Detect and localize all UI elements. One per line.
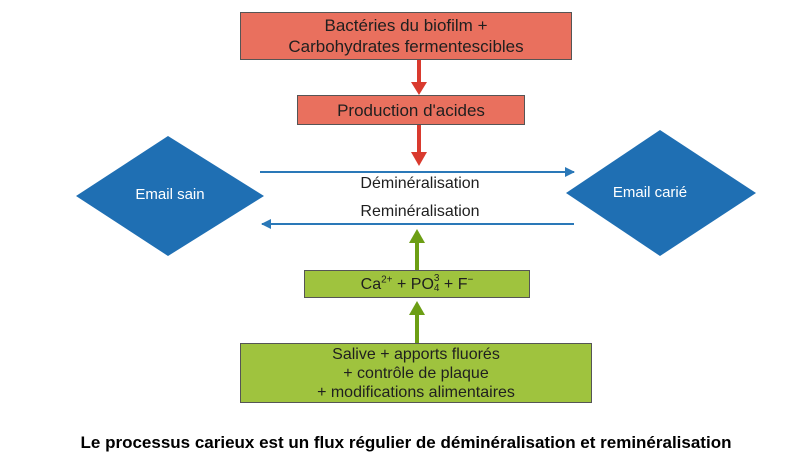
- green-arrow-1: [409, 229, 425, 270]
- enamel-decayed-label: Email carié: [612, 184, 688, 201]
- ion-calcium: Ca: [360, 275, 382, 293]
- ion-calcium-charge: 2+: [381, 274, 393, 286]
- biofilm-line-1: Bactéries du biofilm +: [324, 16, 488, 35]
- saliva-line-2: + contrôle de plaque: [343, 364, 489, 382]
- saliva-factors-box: Salive + apports fluorés + contrôle de p…: [240, 343, 592, 403]
- ion-phosphate-subscript: 4: [433, 283, 440, 295]
- enamel-decayed-diamond: [566, 130, 756, 256]
- red-arrow-2: [411, 125, 427, 166]
- biofilm-line-2: Carbohydrates fermentescibles: [288, 37, 524, 56]
- enamel-healthy-diamond: [76, 136, 264, 256]
- saliva-line-3: + modifications alimentaires: [317, 383, 515, 401]
- ion-fluoride: + F: [439, 275, 468, 293]
- saliva-line-1: Salive + apports fluorés: [332, 345, 500, 363]
- acid-production-label: Production d'acides: [337, 100, 485, 120]
- biofilm-bacteria-box: Bactéries du biofilm + Carbohydrates fer…: [240, 12, 572, 60]
- enamel-healthy-label: Email sain: [135, 186, 205, 203]
- red-arrow-1: [411, 60, 427, 95]
- acid-production-box: Production d'acides: [297, 95, 525, 125]
- demineralisation-label: Déminéralisation: [360, 175, 480, 192]
- figure-caption: Le processus carieux est un flux régulie…: [80, 433, 732, 452]
- remineralisation-label: Reminéralisation: [360, 203, 480, 220]
- ion-fluoride-charge: −: [467, 274, 474, 286]
- ion-phosphate-charge: 3: [433, 273, 440, 285]
- ion-phosphate: + PO: [392, 275, 434, 293]
- green-arrow-2: [409, 301, 425, 343]
